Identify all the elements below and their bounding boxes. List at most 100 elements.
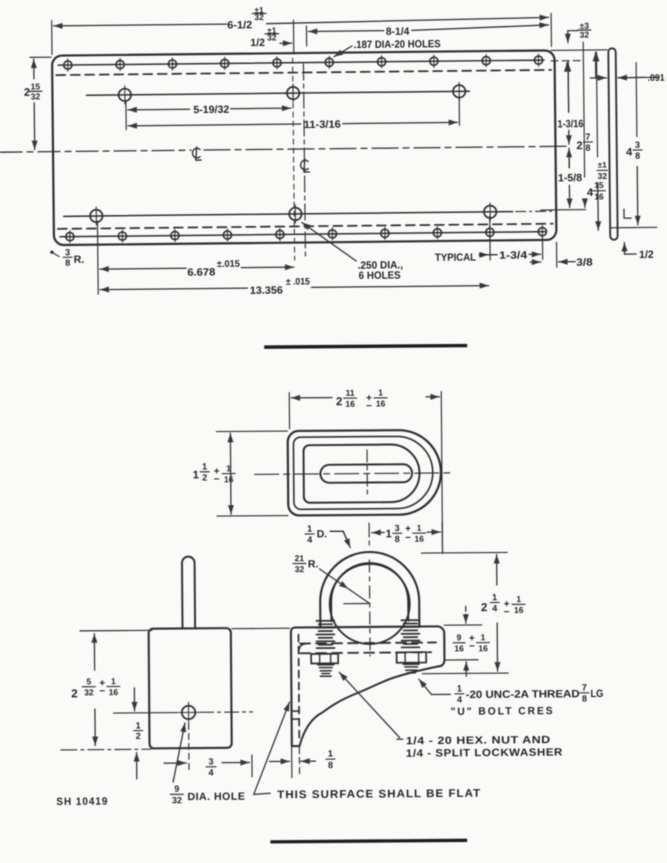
svg-text:1: 1 [226,463,231,473]
svg-text:±3: ±3 [579,21,589,31]
svg-text:1-3/4: 1-3/4 [499,249,527,261]
svg-text:+: + [405,524,411,535]
svg-text:9: 9 [174,784,179,794]
svg-text:−: − [405,533,411,544]
svg-text:8: 8 [585,143,590,153]
svg-text:1: 1 [136,721,141,731]
svg-text:1: 1 [492,592,497,602]
svg-text:8-1/4: 8-1/4 [386,26,410,38]
svg-text:4: 4 [457,694,462,704]
svg-text:3: 3 [208,756,213,766]
svg-text:4: 4 [587,187,594,199]
svg-text:16: 16 [376,398,386,408]
svg-text:+: + [504,599,510,610]
svg-text:.091: .091 [648,73,666,84]
svg-text:32: 32 [84,687,94,697]
svg-text:1/4 - 20 HEX. NUT AND: 1/4 - 20 HEX. NUT AND [406,734,551,747]
svg-text:8: 8 [635,151,640,161]
svg-text:−: − [99,686,105,697]
svg-text:-20 UNC-2A THREAD: -20 UNC-2A THREAD [466,688,581,701]
svg-text:±1: ±1 [254,5,264,15]
svg-text:4: 4 [492,603,497,613]
svg-text:2: 2 [481,602,488,614]
svg-text:.187 DIA-20 HOLES: .187 DIA-20 HOLES [354,38,441,51]
svg-text:−: − [469,641,475,652]
svg-text:32: 32 [295,564,305,574]
svg-text:THIS SURFACE SHALL BE FLAT: THIS SURFACE SHALL BE FLAT [277,788,481,802]
svg-text:16: 16 [478,643,488,653]
svg-text:6.678: 6.678 [187,266,215,278]
svg-text:3: 3 [65,247,70,257]
svg-text:21: 21 [295,553,305,563]
svg-text:1-3/16: 1-3/16 [557,118,583,130]
svg-text:±.015: ±.015 [217,259,241,270]
svg-text:2: 2 [336,396,343,408]
svg-text:LG: LG [590,688,603,700]
svg-text:7: 7 [582,682,587,692]
svg-text:+: + [99,678,105,689]
svg-text:32: 32 [31,91,41,101]
svg-text:8: 8 [65,258,70,268]
svg-text:16: 16 [454,643,464,653]
svg-text:R.: R. [74,254,85,266]
svg-text:TYPICAL: TYPICAL [435,252,477,264]
svg-text:32: 32 [598,171,608,181]
svg-text:2: 2 [576,140,582,152]
svg-text:2: 2 [136,731,141,741]
svg-text:8: 8 [582,693,587,703]
svg-text:3: 3 [395,523,400,533]
svg-text:1/2: 1/2 [250,37,265,49]
svg-text:15: 15 [594,180,604,190]
svg-text:16: 16 [414,534,424,544]
svg-text:2: 2 [202,472,207,482]
svg-text:−: − [366,401,372,412]
svg-text:15: 15 [31,81,41,91]
svg-text:8: 8 [328,760,333,770]
svg-text:16: 16 [224,474,234,484]
svg-text:1: 1 [457,683,462,693]
svg-text:1: 1 [417,523,422,533]
svg-text:"U" BOLT CRES: "U" BOLT CRES [451,705,555,718]
svg-text:2: 2 [24,87,30,99]
svg-text:1: 1 [328,748,333,758]
svg-text:1: 1 [202,461,207,471]
svg-text:SH 10419: SH 10419 [56,796,108,808]
svg-text:+: + [366,393,372,404]
svg-text:6-1/2: 6-1/2 [227,19,252,31]
svg-text:1/4 - SPLIT LOCKWASHER: 1/4 - SPLIT LOCKWASHER [406,746,563,759]
svg-text:9: 9 [457,632,462,642]
svg-text:13.356: 13.356 [250,285,283,297]
svg-text:11: 11 [346,388,355,398]
svg-text:−: − [504,607,510,618]
svg-text:16: 16 [345,399,355,409]
svg-text:R.: R. [308,558,319,570]
svg-text:5: 5 [86,676,91,686]
svg-text:±1: ±1 [267,25,277,35]
svg-text:32: 32 [580,30,590,40]
svg-text:± .015: ± .015 [286,276,311,287]
svg-text:16: 16 [594,191,604,201]
svg-text:1: 1 [481,632,486,642]
svg-text:1: 1 [111,676,116,686]
svg-text:5-19/32: 5-19/32 [193,104,229,116]
svg-text:16: 16 [109,687,119,697]
svg-text:1: 1 [193,469,199,481]
svg-text:32: 32 [172,795,182,805]
svg-text:8: 8 [395,534,400,544]
svg-text:1: 1 [386,528,392,540]
svg-text:11-3/16: 11-3/16 [304,119,341,131]
svg-text:4: 4 [626,147,633,159]
svg-text:1/2: 1/2 [639,249,654,261]
svg-text:3: 3 [635,140,640,150]
svg-text:+: + [469,633,475,644]
svg-text:DIA. HOLE: DIA. HOLE [187,791,245,803]
svg-text:1: 1 [516,594,521,604]
svg-text:+: + [214,466,220,477]
svg-text:3/8: 3/8 [576,257,593,269]
svg-text:4: 4 [208,767,213,777]
svg-text:±1: ±1 [598,160,607,169]
svg-text:16: 16 [514,605,524,615]
svg-text:6 HOLES: 6 HOLES [359,269,401,281]
svg-text:7: 7 [585,132,590,142]
svg-text:1: 1 [307,524,312,534]
